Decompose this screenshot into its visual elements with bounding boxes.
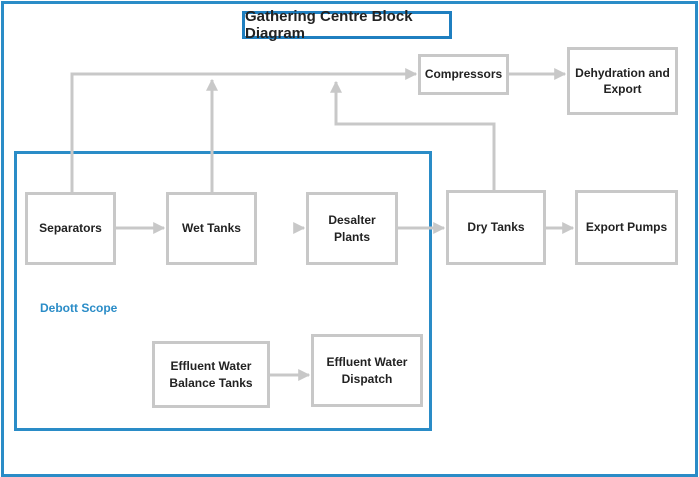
effluent-dispatch-box: Effluent Water Dispatch	[311, 334, 423, 407]
export-pumps-box: Export Pumps	[575, 190, 678, 265]
line-dry-tanks-gas-to-compressors	[330, 80, 496, 190]
dry-tanks-box: Dry Tanks	[446, 190, 546, 265]
compressors-box: Compressors	[418, 54, 509, 95]
diagram-title: Gathering Centre Block Diagram	[242, 8, 452, 42]
debott-scope-boundary	[14, 151, 432, 431]
effluent-balance-box: Effluent Water Balance Tanks	[152, 341, 270, 408]
dehydration-export-box: Dehydration and Export	[567, 47, 678, 115]
separators-box: Separators	[25, 192, 116, 265]
desalter-plants-box: Desalter Plants	[306, 192, 398, 265]
debott-scope-label: Debott Scope	[40, 301, 118, 315]
line-separators-gas-to-compressors	[70, 68, 418, 192]
wet-tanks-box: Wet Tanks	[166, 192, 257, 265]
